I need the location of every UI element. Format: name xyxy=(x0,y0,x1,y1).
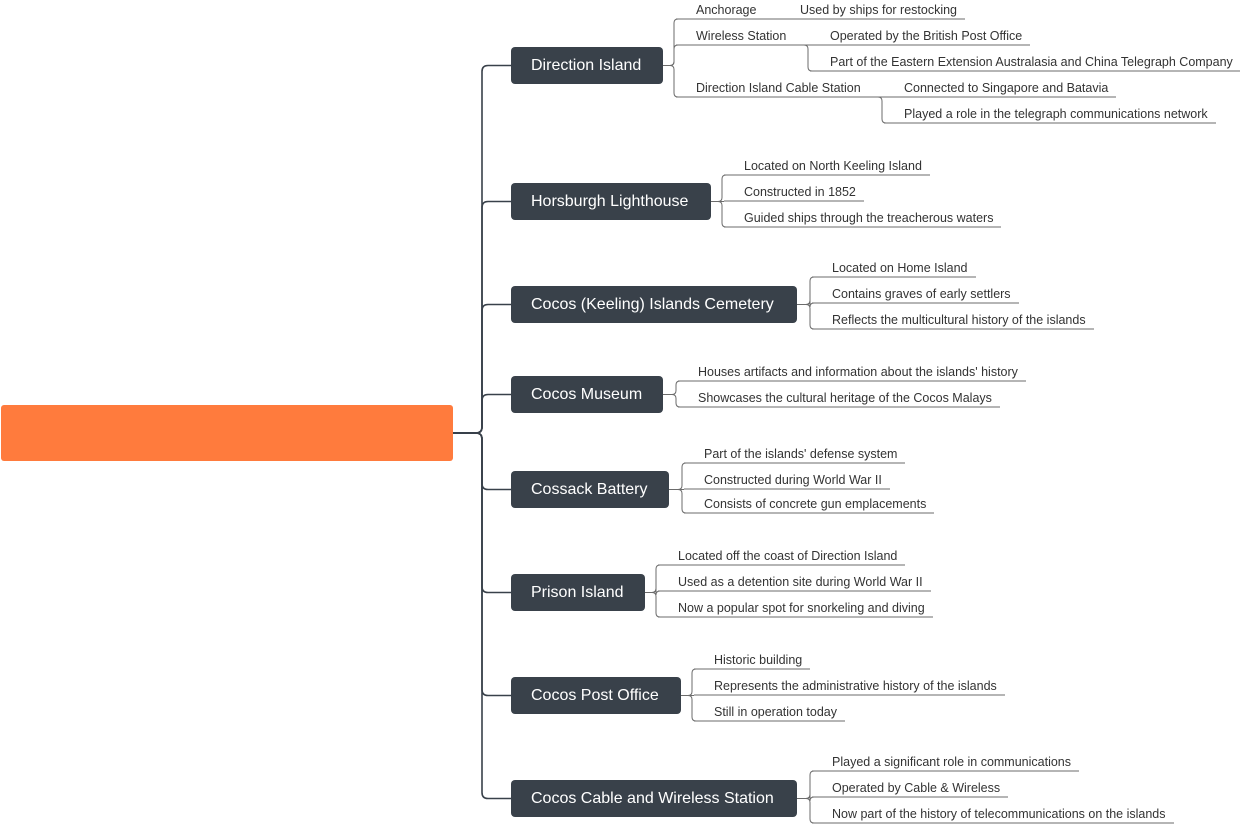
connector-line xyxy=(663,18,679,66)
connector-line xyxy=(711,174,727,202)
connector-line xyxy=(797,794,815,802)
subtopic-node[interactable]: Anchorage xyxy=(696,3,757,17)
connector-line xyxy=(663,394,681,408)
subtopic-node[interactable]: Guided ships through the treacherous wat… xyxy=(744,211,994,225)
subtopic-node[interactable]: Consists of concrete gun emplacements xyxy=(704,497,927,511)
connector-line xyxy=(681,695,697,722)
subtopic-node[interactable]: Constructed during World War II xyxy=(704,473,882,487)
topic-node[interactable]: Cocos Post Office xyxy=(511,677,681,714)
connector-line xyxy=(669,489,687,514)
subtopic-node[interactable]: Now a popular spot for snorkeling and di… xyxy=(678,601,925,615)
subtopic-node[interactable]: Located off the coast of Direction Islan… xyxy=(678,549,898,563)
topic-node[interactable]: Cocos (Keeling) Islands Cemetery xyxy=(511,286,797,323)
detail-node[interactable]: Used by ships for restocking xyxy=(800,3,958,17)
connector-line xyxy=(669,462,687,490)
connector-line xyxy=(663,65,679,98)
detail-node[interactable]: Part of the Eastern Extension Australasi… xyxy=(830,55,1233,69)
connector-line xyxy=(453,432,511,800)
subtopic-node[interactable]: Contains graves of early settlers xyxy=(832,287,1011,301)
subtopic-node[interactable]: Houses artifacts and information about t… xyxy=(698,365,1018,379)
topic-node[interactable]: Horsburgh Lighthouse xyxy=(511,183,711,220)
subtopic-node[interactable]: Constructed in 1852 xyxy=(744,185,856,199)
subtopic-node[interactable]: Located on North Keeling Island xyxy=(744,159,922,173)
connector-line xyxy=(797,300,815,308)
subtopic-node[interactable]: Historic building xyxy=(714,653,803,667)
connector-line xyxy=(797,304,815,330)
topic-node[interactable]: Direction Island xyxy=(511,47,663,84)
subtopic-node[interactable]: Used as a detention site during World Wa… xyxy=(678,575,923,589)
connector-line xyxy=(681,668,697,696)
connector-line xyxy=(797,276,815,305)
subtopic-node[interactable]: Showcases the cultural heritage of the C… xyxy=(698,391,992,405)
subtopic-node[interactable]: Now part of the history of telecommunica… xyxy=(832,807,1166,821)
detail-node[interactable]: Played a role in the telegraph communica… xyxy=(904,107,1208,121)
connector-line xyxy=(645,588,661,596)
subtopic-node[interactable]: Played a significant role in communicati… xyxy=(832,755,1072,769)
connector-line xyxy=(869,96,887,124)
subtopic-node[interactable]: Located on Home Island xyxy=(832,261,968,275)
subtopic-node[interactable]: Direction Island Cable Station xyxy=(696,81,861,95)
connector-line xyxy=(711,201,727,228)
subtopic-node[interactable]: Reflects the multicultural history of th… xyxy=(832,313,1086,327)
subtopic-node[interactable]: Still in operation today xyxy=(714,705,837,719)
connector-line xyxy=(645,564,661,593)
subtopic-node[interactable]: Operated by Cable & Wireless xyxy=(832,781,1001,795)
connector-line xyxy=(645,592,661,618)
central-topic[interactable] xyxy=(1,405,453,461)
topic-node[interactable]: Cossack Battery xyxy=(511,471,669,508)
topic-node[interactable]: Cocos Museum xyxy=(511,376,663,413)
detail-node[interactable]: Operated by the British Post Office xyxy=(830,29,1023,43)
subtopic-node[interactable]: Part of the islands' defense system xyxy=(704,447,898,461)
connector-line xyxy=(794,44,813,72)
subtopic-node[interactable]: Wireless Station xyxy=(696,29,787,43)
detail-node[interactable]: Connected to Singapore and Batavia xyxy=(904,81,1109,95)
topic-node[interactable]: Cocos Cable and Wireless Station xyxy=(511,780,797,817)
connector-line xyxy=(453,393,511,434)
topic-node[interactable]: Prison Island xyxy=(511,574,645,611)
connector-line xyxy=(663,380,681,395)
connector-line xyxy=(797,798,815,824)
connector-line xyxy=(797,770,815,799)
subtopic-node[interactable]: Represents the administrative history of… xyxy=(714,679,997,693)
connector-line xyxy=(663,44,679,66)
